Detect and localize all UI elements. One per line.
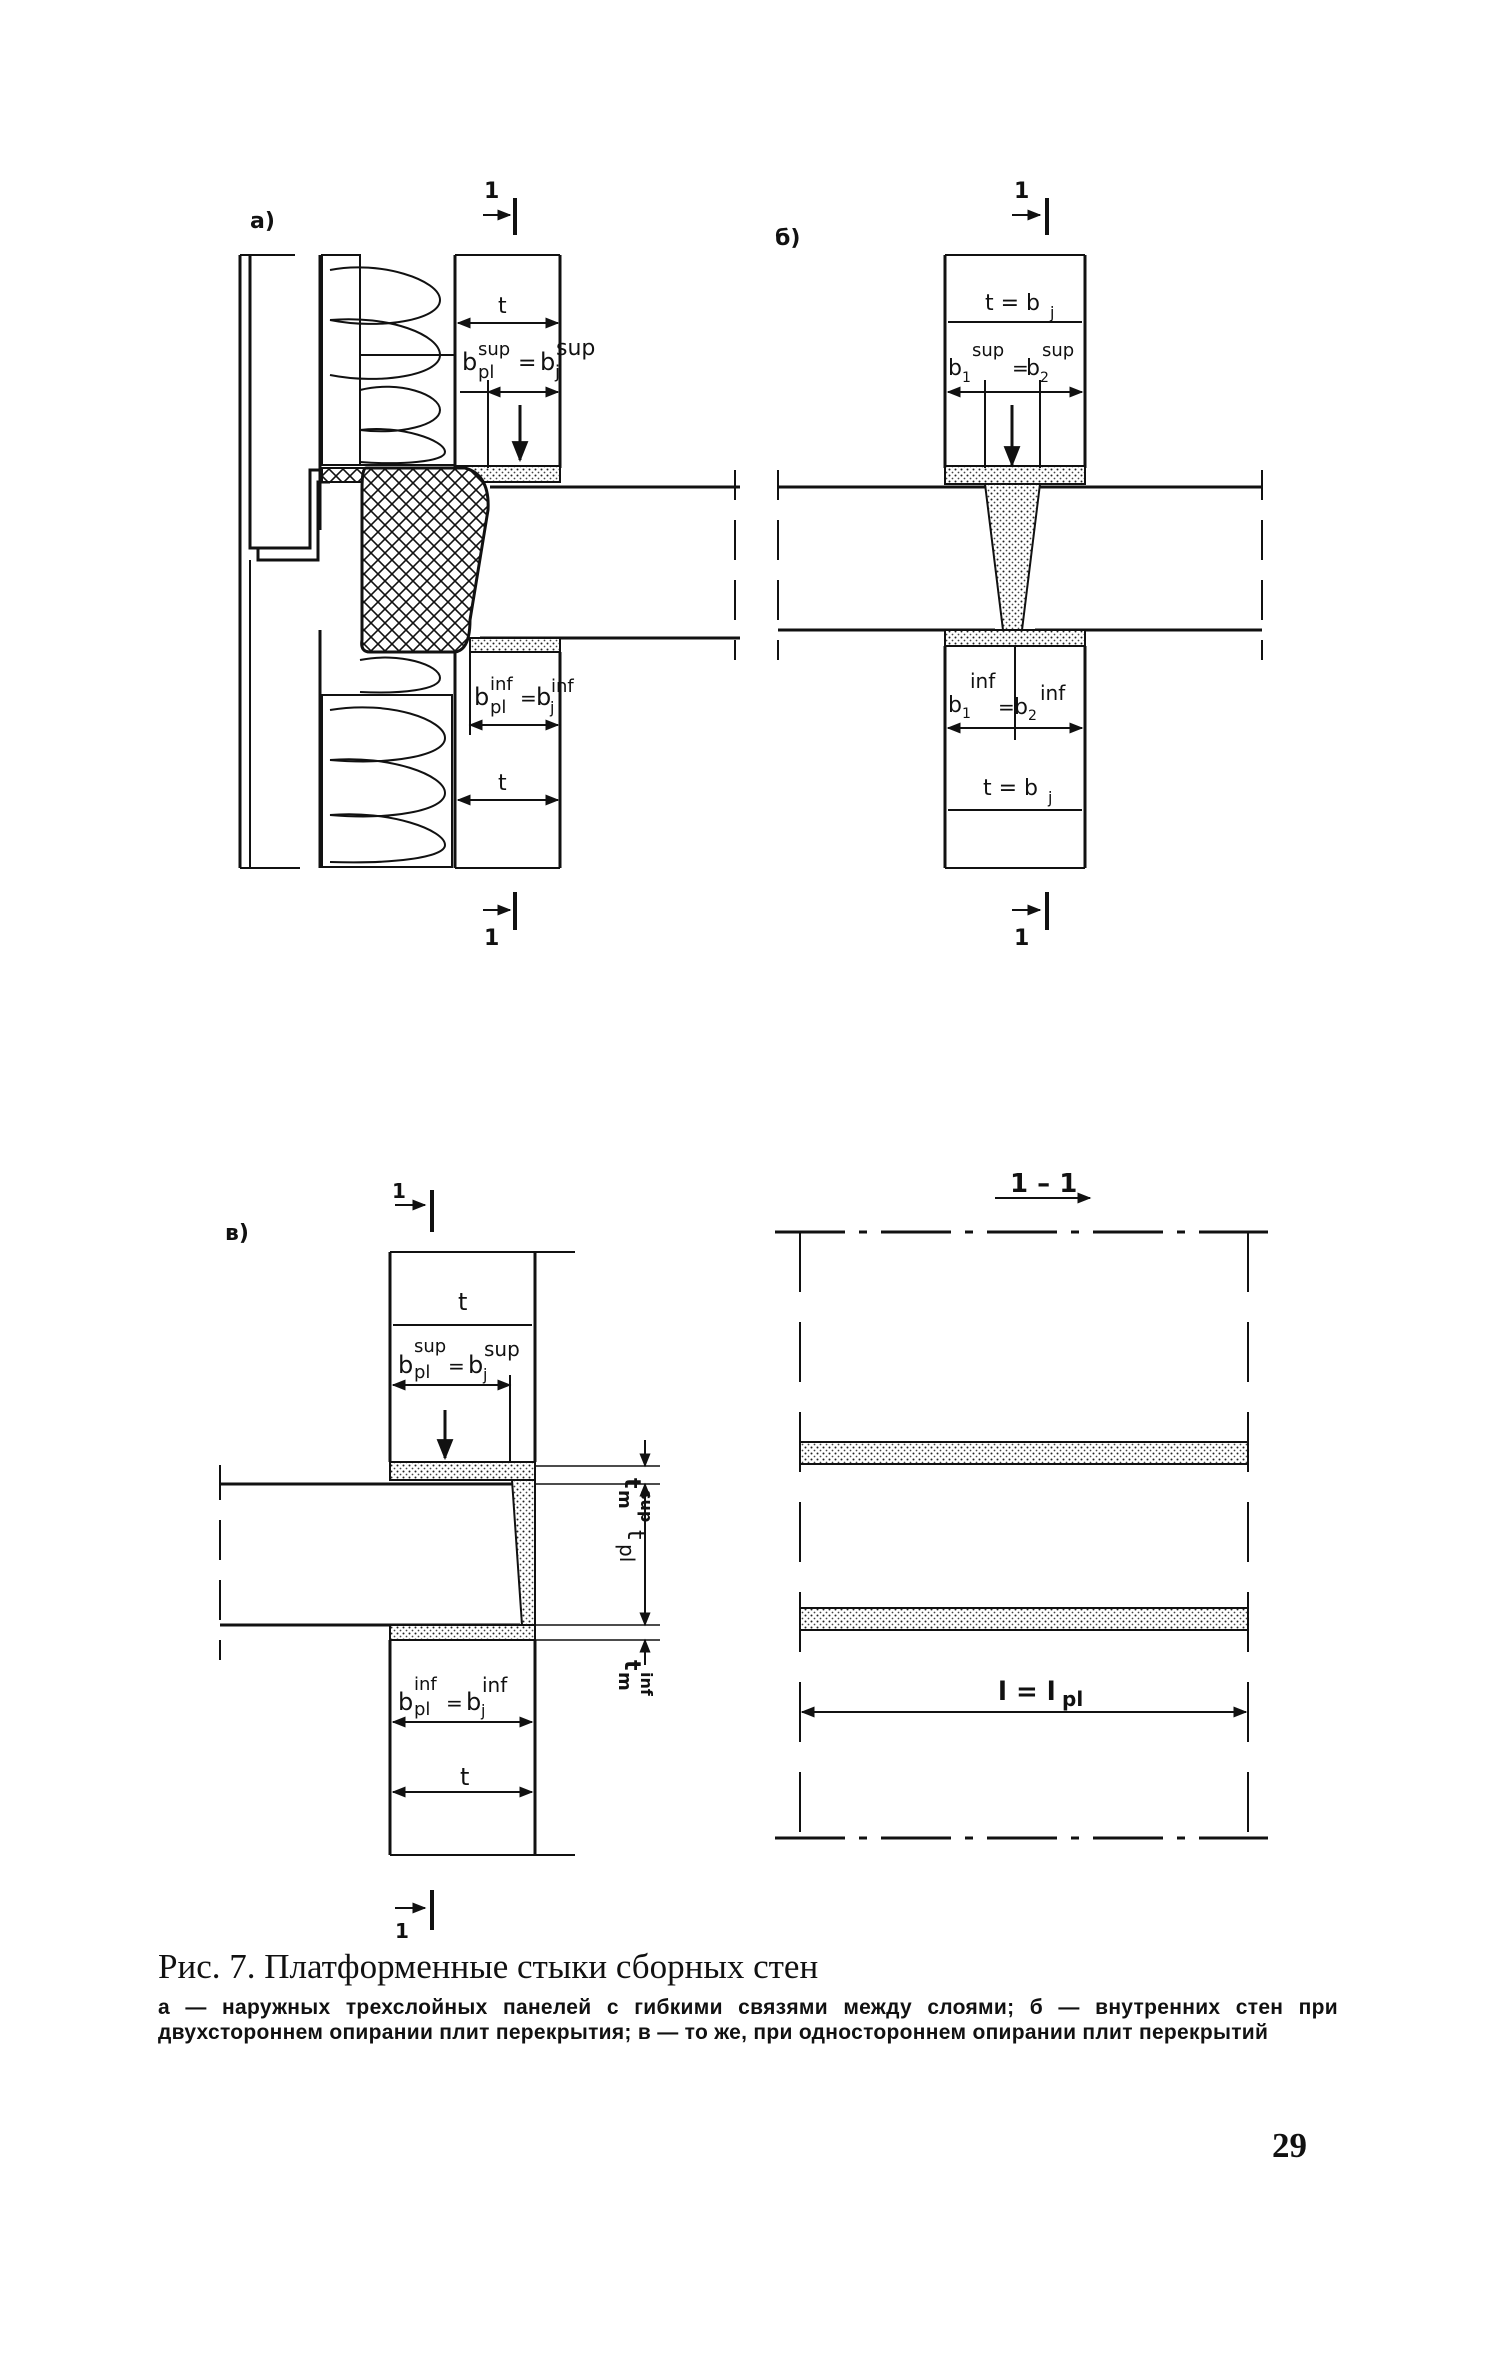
panel-c-inf-b: b <box>398 1688 413 1716</box>
panel-b-inf-b1: b <box>948 693 962 718</box>
panel-c-tm-sup: t <box>619 1478 644 1489</box>
panel-b-drawing <box>777 198 1263 930</box>
panel-c-tm-inf: t <box>619 1660 644 1671</box>
panel-b-section-top: 1 <box>1014 179 1029 204</box>
panel-c-sup-b-sub: pl <box>414 1362 430 1383</box>
panel-b-sup-b2-sup: sup <box>1042 340 1074 361</box>
panel-c-tm-sup-sub: m <box>614 1490 635 1509</box>
panel-a-labels: а) 1 1 t t b sup pl = b sup j b inf pl =… <box>250 179 595 951</box>
panel-a-inf-b-sub: pl <box>490 697 506 718</box>
panel-c-sup-bj-sup: sup <box>484 1337 520 1361</box>
panel-c-section-bottom: 1 <box>395 1919 409 1943</box>
panel-c-inf-bj: b <box>466 1688 481 1716</box>
section-view-drawing <box>775 1192 1268 1840</box>
panel-a-section-top: 1 <box>484 179 499 204</box>
panel-b-inf-b1-sup: inf <box>970 669 996 693</box>
panel-a-sup-bj-sub: j <box>554 362 560 383</box>
panel-c-tm-sup-sup: sup <box>637 1490 656 1522</box>
panel-b-inf-b2-sup: inf <box>1040 681 1066 705</box>
section-view-title: 1 – 1 <box>1010 1169 1077 1199</box>
panel-c-sup-b: b <box>398 1351 413 1379</box>
panel-b-section-bottom: 1 <box>1014 926 1029 951</box>
panel-c-inf-eq: = <box>446 1691 463 1715</box>
panel-c-inf-bj-sup: inf <box>482 1673 508 1697</box>
panel-a-sup-b-sup: sup <box>478 339 510 360</box>
panel-c-inf-b-sub: pl <box>414 1699 430 1720</box>
panel-c-labels: в) 1 1 t t b sup pl = b sup j b inf pl =… <box>225 1179 656 1943</box>
panel-c-section-top: 1 <box>392 1179 406 1203</box>
panel-b-sup-b1: b <box>948 356 962 381</box>
page-number: 29 <box>1272 2126 1307 2165</box>
panel-b-sup-b2: b <box>1026 356 1040 381</box>
panel-a-section-bottom: 1 <box>484 926 499 951</box>
panel-c-tpl: t <box>622 1530 650 1539</box>
panel-a-thickness-top: t <box>498 294 507 319</box>
panel-a-sup-bj-sup: sup <box>556 336 595 361</box>
section-view-length-sub: pl <box>1062 1687 1083 1711</box>
panel-a-sup-bj: b <box>540 348 555 376</box>
panel-b-inf-b2: b <box>1014 695 1028 720</box>
panel-c-thickness-top: t <box>458 1288 467 1316</box>
caption-title: Рис. 7. Платформенные стыки сборных стен <box>158 1947 819 1986</box>
panel-b-sup-b1-sup: sup <box>972 340 1004 361</box>
panel-c-drawing <box>219 1190 660 1930</box>
panel-c-sup-b-sup: sup <box>414 1336 446 1357</box>
panel-c-sup-bj-sub: j <box>482 1365 487 1384</box>
panel-c-tm-inf-sub: m <box>614 1672 635 1691</box>
panel-c-tpl-sub: pl <box>615 1544 639 1562</box>
figure-caption: Рис. 7. Платформенные стыки сборных стен… <box>158 1945 1338 2045</box>
panel-b-inf-eq: = <box>998 695 1015 719</box>
section-view-labels: 1 – 1 l = l pl <box>998 1169 1083 1711</box>
panel-a-drawing <box>238 198 740 930</box>
panel-a-sup-b-sub: pl <box>478 362 494 383</box>
panel-b-bottom-eq-sub: j <box>1047 788 1052 807</box>
panel-b-sup-b2-sub: 2 <box>1040 370 1049 386</box>
panel-b-sup-eq: = <box>1012 356 1029 380</box>
panel-a-thickness-bottom: t <box>498 771 507 796</box>
panel-b-inf-b2-sub: 2 <box>1028 708 1037 724</box>
panel-c-label: в) <box>225 1221 249 1246</box>
section-view-length: l = l <box>998 1677 1056 1707</box>
panel-a-inf-b-sup: inf <box>490 674 513 695</box>
panel-a-inf-eq: = <box>520 686 537 710</box>
caption-text: а — наружных трехслойных панелей с гибки… <box>158 1996 1338 2044</box>
panel-a-inf-bj-sup: inf <box>551 676 574 697</box>
panel-c-thickness-bottom: t <box>460 1763 469 1791</box>
panel-b-top-eq-sub: j <box>1049 303 1054 322</box>
panel-c-tm-inf-sup: inf <box>637 1672 656 1697</box>
panel-a-sup-b: b <box>462 348 477 376</box>
panel-b-sup-b1-sub: 1 <box>962 370 971 386</box>
panel-a-inf-bj: b <box>536 683 551 711</box>
panel-a-inf-b: b <box>474 683 489 711</box>
panel-a-inf-bj-sub: j <box>549 698 554 717</box>
panel-b-top-eq: t = b <box>985 291 1040 316</box>
panel-b-labels: б) 1 1 t = b j t = b j b 1 sup = b 2 sup… <box>775 179 1074 951</box>
panel-c-sup-eq: = <box>448 1354 465 1378</box>
panel-a-label: а) <box>250 209 275 234</box>
panel-b-inf-b1-sub: 1 <box>962 706 971 722</box>
panel-c-sup-bj: b <box>468 1351 483 1379</box>
panel-a-sup-eq: = <box>518 351 536 376</box>
panel-b-bottom-eq: t = b <box>983 776 1038 801</box>
panel-b-label: б) <box>775 226 800 251</box>
panel-c-inf-bj-sub: j <box>480 1701 485 1720</box>
panel-c-inf-b-sup: inf <box>414 1674 437 1695</box>
